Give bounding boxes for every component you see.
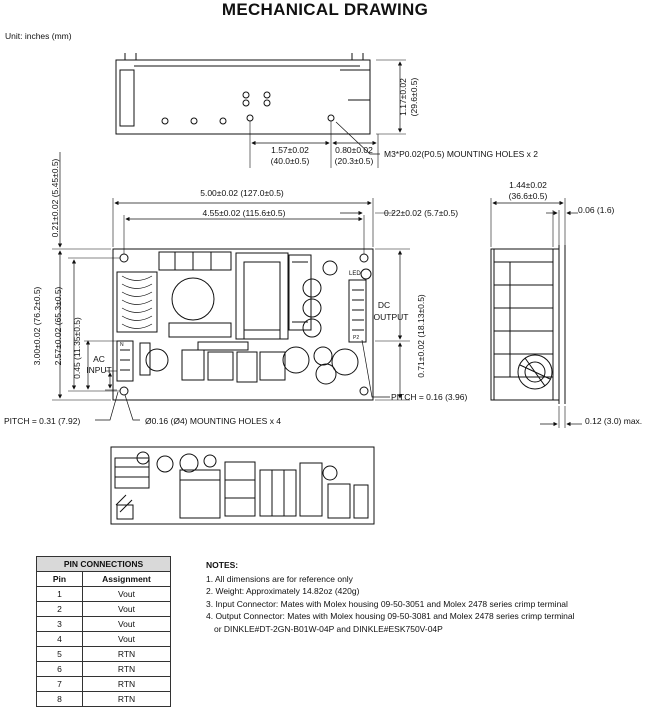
- dc-label-1: DC: [378, 300, 390, 310]
- assignment-cell: RTN: [82, 676, 171, 692]
- top-offset-label: 0.21±0.02 (5.45±0.5): [50, 158, 60, 237]
- side-view: [490, 198, 582, 428]
- pin-cell: 6: [36, 661, 83, 677]
- height-total-label: 3.00±0.02 (76.2±0.5): [32, 286, 42, 365]
- pitch-right-label: PITCH = 0.16 (3.96): [391, 392, 467, 402]
- pin-cell: 1: [36, 586, 83, 602]
- pin-column-header: Pin: [36, 571, 83, 587]
- unit-label: Unit: inches (mm): [5, 31, 72, 41]
- note-4b: or DINKLE#DT-2GN-B01W-04P and DINKLE#ESK…: [214, 623, 443, 634]
- dc-pin-label: P2: [353, 335, 359, 341]
- side-max-label: 0.12 (3.0) max.: [585, 416, 642, 426]
- assignment-cell: RTN: [82, 661, 171, 677]
- assignment-cell: Vout: [82, 601, 171, 617]
- pin-table-caption: PIN CONNECTIONS: [36, 556, 171, 572]
- note-3: 3. Input Connector: Mates with Molex hou…: [206, 598, 568, 609]
- note-4a: 4. Output Connector: Mates with Molex ho…: [206, 611, 575, 622]
- assignment-cell: RTN: [82, 646, 171, 662]
- pin-cell: 2: [36, 601, 83, 617]
- side-depth-a: 1.44±0.02: [509, 180, 547, 190]
- pin-cell: 4: [36, 631, 83, 647]
- top-dim1-a: 1.57±0.02: [271, 145, 309, 155]
- ac-label-1: AC: [93, 354, 105, 364]
- top-dim1-b: (40.0±0.5): [271, 156, 310, 166]
- top-dim2-b: (20.3±0.5): [335, 156, 374, 166]
- side-depth-b: (36.6±0.5): [509, 191, 548, 201]
- notes-title: NOTES:: [206, 560, 239, 570]
- width-total-label: 5.00±0.02 (127.0±0.5): [200, 188, 284, 198]
- front-view: [112, 248, 374, 401]
- pin-cell: 8: [36, 691, 83, 707]
- top-height-b: (29.6±0.5): [409, 77, 419, 116]
- assignment-cell: RTN: [82, 691, 171, 707]
- top-dim2-a: 0.80±0.02: [335, 145, 373, 155]
- width-inner-label: 4.55±0.02 (115.6±0.5): [203, 208, 286, 218]
- pin-cell: 7: [36, 676, 83, 692]
- mounting-holes-label: Ø0.16 (Ø4) MOUNTING HOLES x 4: [145, 416, 281, 426]
- pin-cell: 5: [36, 646, 83, 662]
- led-label: LED: [349, 271, 361, 277]
- dc-label-2: OUTPUT: [374, 312, 409, 322]
- top-mounting-note: M3*P0.02(P0.5) MOUNTING HOLES x 2: [384, 149, 538, 159]
- pitch-left-label: PITCH = 0.31 (7.92): [4, 416, 80, 426]
- note-2: 2. Weight: Approximately 14.82oz (420g): [206, 586, 360, 597]
- assignment-cell: Vout: [82, 631, 171, 647]
- ac-offset-label: 0.45 (11.35±0.5): [72, 317, 82, 379]
- mechanical-drawing: 1.17±0.02 (29.6±0.5) 1.57±0.02 (40.0±0.5…: [4, 53, 642, 525]
- top-height-a: 1.17±0.02: [398, 78, 408, 116]
- assignment-cell: Vout: [82, 616, 171, 632]
- notes-block: NOTES: 1. All dimensions are for referen…: [206, 559, 636, 636]
- right-offset-label: 0.22±0.02 (5.7±0.5): [384, 208, 458, 218]
- bottom-view: [110, 446, 375, 525]
- page-title: MECHANICAL DRAWING: [221, 0, 429, 19]
- ac-label-2: INPUT: [86, 365, 112, 375]
- pin-cell: 3: [36, 616, 83, 632]
- note-1: 1. All dimensions are for reference only: [206, 573, 353, 584]
- ac-pin-label: N: [120, 342, 124, 348]
- height-inner-label: 2.57±0.02 (65.3±0.5): [53, 286, 63, 365]
- dc-offset-label: 0.71±0.02 (18.13±0.5): [416, 294, 426, 378]
- front-dimensions: [52, 152, 410, 421]
- assignment-cell: Vout: [82, 586, 171, 602]
- side-thickness: 0.06 (1.6): [578, 205, 615, 215]
- top-view: [115, 53, 406, 168]
- assignment-column-header: Assignment: [82, 571, 171, 587]
